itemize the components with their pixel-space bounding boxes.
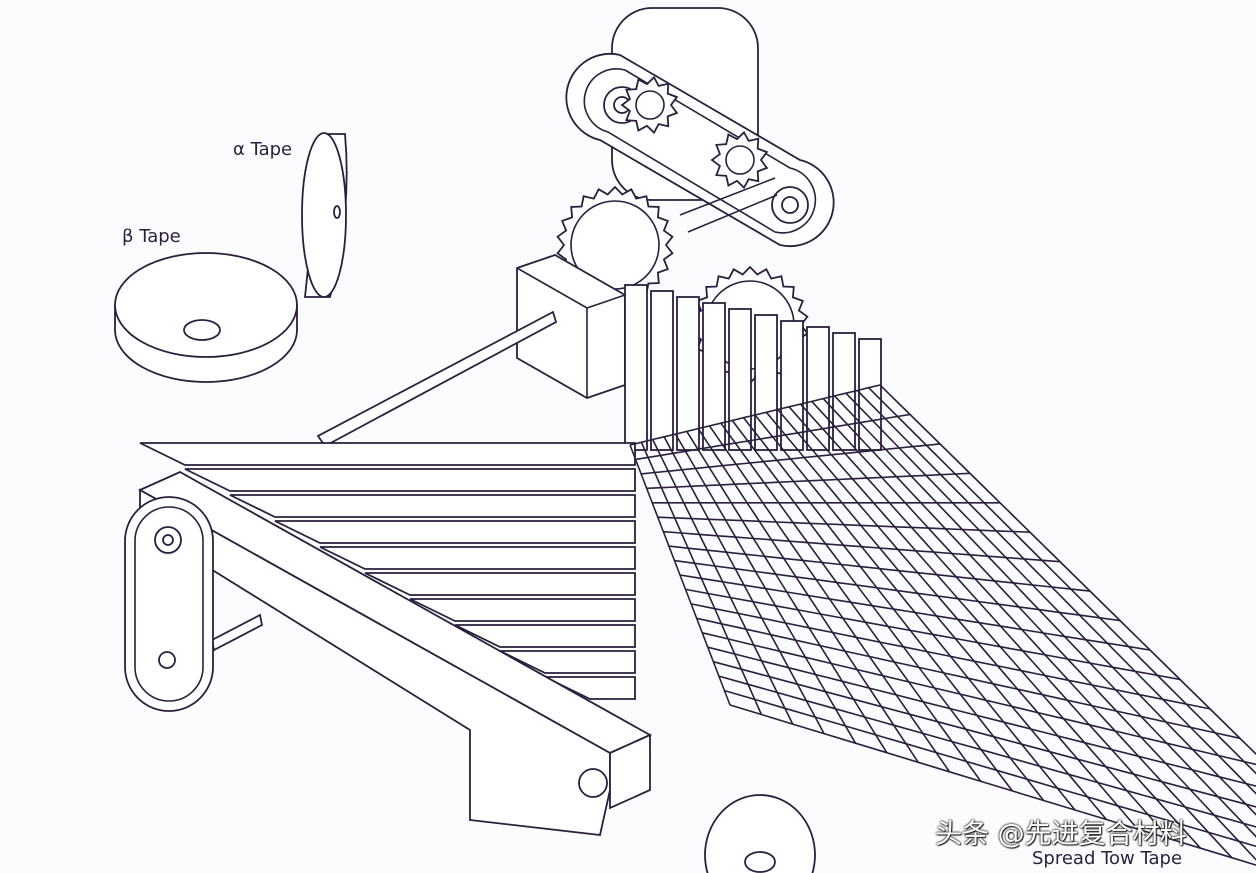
warp-tape-strips bbox=[624, 284, 882, 451]
alpha-tape-label: α Tape bbox=[233, 139, 293, 160]
gear bbox=[620, 75, 679, 135]
mesh-line bbox=[674, 559, 1121, 622]
weft-strip bbox=[499, 650, 636, 674]
weft-strip bbox=[409, 598, 636, 622]
gear-hub bbox=[725, 145, 755, 175]
mesh-line bbox=[707, 646, 1256, 787]
beta-tape-label: β Tape bbox=[122, 226, 181, 247]
mesh-line bbox=[718, 675, 1256, 828]
take-up-roller bbox=[704, 794, 816, 873]
warp-strip bbox=[754, 314, 778, 451]
mesh-line bbox=[696, 617, 1241, 740]
mesh-line bbox=[724, 689, 1256, 848]
mesh-line bbox=[690, 603, 1211, 710]
beta-tape-roll bbox=[114, 252, 298, 383]
mesh-line bbox=[629, 384, 881, 446]
gear-hub bbox=[635, 90, 665, 120]
mesh-line bbox=[641, 443, 941, 475]
gear bbox=[710, 130, 769, 190]
warp-strip bbox=[702, 302, 726, 451]
warp-strip bbox=[806, 326, 830, 451]
mesh-line bbox=[729, 704, 1256, 866]
warp-strip bbox=[780, 320, 804, 451]
weft-strip bbox=[229, 494, 636, 518]
mesh-line bbox=[663, 530, 1061, 563]
weft-tape-strips bbox=[139, 442, 636, 700]
warp-strip bbox=[650, 290, 674, 451]
mesh-line bbox=[657, 516, 1031, 533]
weft-strip bbox=[454, 624, 636, 648]
mesh-line bbox=[685, 588, 1181, 681]
weft-strip bbox=[544, 676, 636, 700]
mesh-line bbox=[702, 632, 1256, 766]
mesh-line bbox=[845, 392, 1256, 816]
woven-mesh bbox=[629, 384, 1256, 866]
weft-strip bbox=[139, 442, 636, 466]
support-block bbox=[316, 254, 626, 448]
mesh-line bbox=[679, 574, 1151, 651]
spread-tow-tape-label: Spread Tow Tape bbox=[1032, 848, 1183, 869]
mesh-line bbox=[713, 660, 1256, 808]
mesh-line bbox=[635, 413, 911, 461]
mesh-line bbox=[668, 545, 1091, 592]
weft-strip bbox=[319, 546, 636, 570]
warp-strip bbox=[676, 296, 700, 451]
weft-strip bbox=[184, 468, 636, 492]
watermark: 头条 @先进复合材料 bbox=[935, 819, 1187, 850]
weft-strip bbox=[274, 520, 636, 544]
alpha-tape-roll bbox=[301, 132, 348, 298]
weft-strip bbox=[364, 572, 636, 596]
mesh-line bbox=[646, 472, 971, 490]
left-belt-drive bbox=[124, 496, 214, 712]
warp-strip bbox=[728, 308, 752, 451]
warp-strip bbox=[624, 284, 648, 451]
